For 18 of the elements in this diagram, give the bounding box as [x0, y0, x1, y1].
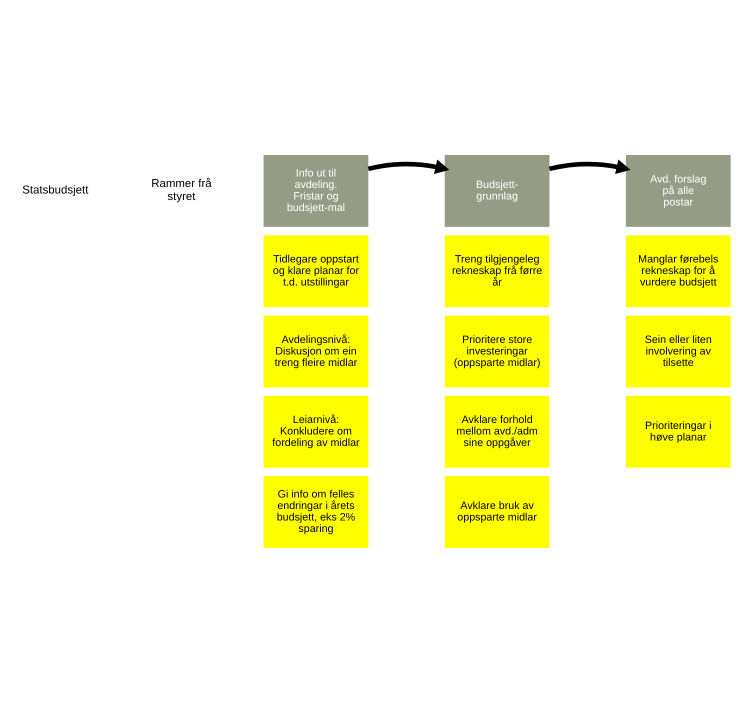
node-box: Tidlegare oppstart og klare planar for t.d. utstillingar: [264, 235, 368, 308]
node-box: Budsjett-grunnlag: [444, 155, 550, 227]
node-box: Prioritere store investeringar (oppsparte midlar): [444, 316, 550, 388]
node-box: Info ut til avdeling. Fristar og budsjett-mal: [264, 155, 368, 227]
node-box: Avklare forhold mellom avd./adm sine oppgåver: [444, 396, 550, 468]
node-box: Avklare bruk av oppsparte midlar: [444, 476, 550, 548]
arrow: [368, 160, 450, 174]
node-box: Treng tilgjengeleg rekneskap frå førre år: [444, 235, 550, 308]
label: Rammer frå styret: [151, 178, 212, 204]
node-box: Sein eller liten involvering av tilsette: [626, 316, 731, 388]
label: Statsbudsjett: [22, 184, 88, 197]
node-box: Manglar førebels rekneskap for å vurdere budsjett: [626, 235, 731, 308]
node-box: Gi info om felles endringar i årets budsjett, eks 2% sparing: [264, 476, 368, 548]
node-box: Avd. forslag på alle postar: [626, 155, 731, 227]
node-box: Prioriteringar i høve planar: [626, 396, 731, 468]
arrow: [548, 160, 631, 174]
node-box: Leiarnivå: Konkludere om fordeling av midlar: [264, 396, 368, 468]
node-box: Avdelingsnivå: Diskusjon om ein treng fleire midlar: [264, 316, 368, 388]
